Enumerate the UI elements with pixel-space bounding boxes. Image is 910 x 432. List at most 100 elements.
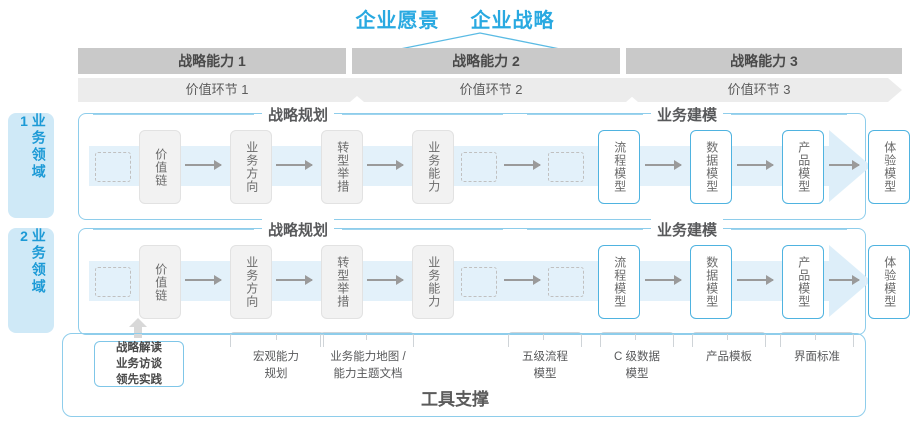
brace-process-model [508,332,582,347]
brace-product-template [692,332,766,347]
section-header-strategy-planning-2: 战略规划 [93,218,504,240]
brace-stem [815,332,816,340]
section-title-left: 战略规划 [262,218,335,240]
node-label: 业务能力 [426,256,441,308]
tool-support-label: 工具支撑 [407,390,503,409]
node-data-model-2[interactable]: 数据模型 [690,245,732,319]
section-rule-left [527,113,643,115]
node-label: 转型举措 [335,256,350,308]
tool-caption-ui-standard: 界面标准 [794,351,840,363]
arrow-icon [276,275,313,285]
tool-caption-process-model: 五级流程 模型 [522,351,568,380]
brace-stem [635,332,636,340]
arrow-head [129,318,147,327]
node-label: 数据模型 [704,141,719,193]
node-process-model-1[interactable]: 流程模型 [598,130,640,204]
row-1-flow-arrow-icon [829,130,871,202]
title-part-strategy: 企业战略 [470,10,555,32]
tool-caption-strategy[interactable]: 战略解读 业务访谈 领先实践 [94,341,184,387]
capability-header-row: 战略能力 1 战略能力 2 战略能力 3 [78,48,902,74]
node-transformation-2[interactable]: 转型举措 [321,245,363,319]
domain-row-2: 战略规划 业务建模 价值链 业务方向 转型举措 业务能力 流程模型 数据模型 产… [78,218,910,335]
node-label: 转型举措 [335,141,350,193]
business-domain-2[interactable]: 业务领域 2 [8,228,54,333]
tool-caption-macro-capability: 宏观能力 规划 [253,351,299,380]
node-business-capability-1[interactable]: 业务能力 [412,130,454,204]
node-label: 流程模型 [612,256,627,308]
section-header-strategy-planning-1: 战略规划 [93,103,504,125]
section-title-right: 业务建模 [651,218,724,240]
value-link-3[interactable]: 价值环节 3 [624,78,902,102]
node-value-chain-1[interactable]: 价值链 [139,130,181,204]
arrow-shaft [134,325,142,338]
node-label: 价值链 [153,262,168,302]
value-link-2[interactable]: 价值环节 2 [350,78,640,102]
node-label: 业务方向 [244,141,259,193]
section-rule-right [731,113,848,115]
tool-support-container [62,333,866,417]
node-label: 业务方向 [244,256,259,308]
section-title-right: 业务建模 [651,103,724,125]
brace-stem [366,332,367,340]
tool-caption-capability-map: 业务能力地图 / 能力主题文档 [330,351,406,380]
title-chevron-icon [395,32,565,51]
section-rule-left [93,113,254,115]
node-label: 产品模型 [796,256,811,308]
row-2-flow-arrow-icon [829,245,871,317]
node-label: 数据模型 [704,256,719,308]
node-data-model-1[interactable]: 数据模型 [690,130,732,204]
node-label: 产品模型 [796,141,811,193]
node-value-chain-2[interactable]: 价值链 [139,245,181,319]
tool-link-up-arrow-icon [129,318,147,338]
node-product-model-2[interactable]: 产品模型 [782,245,824,319]
node-label: 价值链 [153,147,168,187]
node-experience-model-1[interactable]: 体验模型 [868,130,910,204]
placeholder-box [548,267,584,297]
value-link-row: 价值环节 1 价值环节 2 价值环节 3 [78,78,902,102]
business-domain-2-label: 业务领域 2 [16,228,47,296]
title-part-vision: 企业愿景 [355,10,440,32]
placeholder-box [95,152,131,182]
brace-stem [727,332,728,340]
capability-1[interactable]: 战略能力 1 [78,48,346,74]
node-label: 体验模型 [882,256,897,308]
node-experience-model-2[interactable]: 体验模型 [868,245,910,319]
node-business-capability-2[interactable]: 业务能力 [412,245,454,319]
business-domain-1[interactable]: 业务领域 1 [8,113,54,218]
page-title: 企业愿景 企业战略 [0,4,910,33]
node-product-model-1[interactable]: 产品模型 [782,130,824,204]
node-business-direction-2[interactable]: 业务方向 [230,245,272,319]
brace-stem [276,332,277,340]
section-header-business-modeling-2: 业务建模 [527,218,848,240]
value-link-1[interactable]: 价值环节 1 [78,78,364,102]
node-label: 体验模型 [882,141,897,193]
arrow-icon [367,275,404,285]
placeholder-box [548,152,584,182]
placeholder-box [95,267,131,297]
section-rule-left [93,228,254,230]
domain-row-1: 战略规划 业务建模 价值链 业务方向 转型举措 业务能力 流程模型 数据模型 产… [78,103,910,220]
placeholder-box [461,152,497,182]
arrow-icon [737,275,774,285]
arrow-icon [185,160,222,170]
arrow-icon [367,160,404,170]
capability-2[interactable]: 战略能力 2 [352,48,620,74]
brace-data-model [600,332,674,347]
business-domain-1-label: 业务领域 1 [16,113,47,181]
tool-caption-product-template: 产品模板 [706,351,752,363]
node-process-model-2[interactable]: 流程模型 [598,245,640,319]
tool-caption-data-model: C 级数据 模型 [614,351,660,380]
node-transformation-1[interactable]: 转型举措 [321,130,363,204]
arrow-icon [829,160,860,170]
capability-3[interactable]: 战略能力 3 [626,48,902,74]
section-rule-left [527,228,643,230]
section-header-business-modeling-1: 业务建模 [527,103,848,125]
value-link-1-label: 价值环节 1 [185,82,249,97]
arrow-icon [504,160,541,170]
brace-macro-capability [230,332,324,347]
value-link-3-label: 价值环节 3 [727,82,791,97]
brace-stem [543,332,544,340]
node-business-direction-1[interactable]: 业务方向 [230,130,272,204]
section-rule-right [731,228,848,230]
